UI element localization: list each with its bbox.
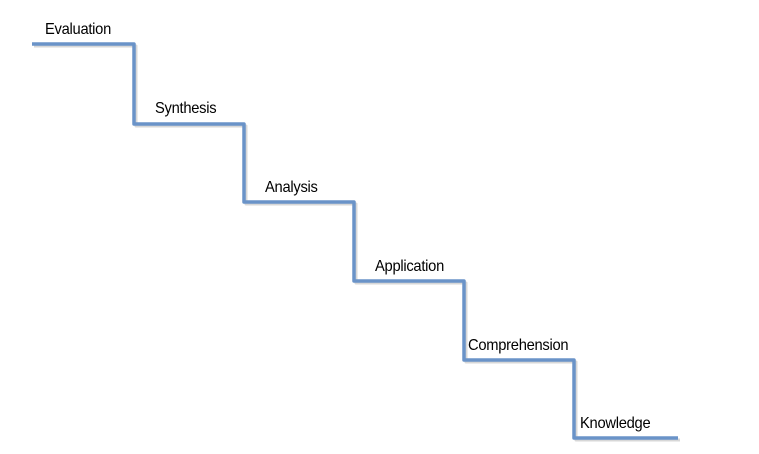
step-label-comprehension: Comprehension (468, 337, 569, 354)
step-label-knowledge: Knowledge (580, 415, 651, 432)
step-label-application: Application (375, 258, 444, 275)
step-label-synthesis: Synthesis (155, 100, 217, 117)
step-label-evaluation: Evaluation (45, 21, 111, 38)
step-label-analysis: Analysis (265, 179, 318, 196)
